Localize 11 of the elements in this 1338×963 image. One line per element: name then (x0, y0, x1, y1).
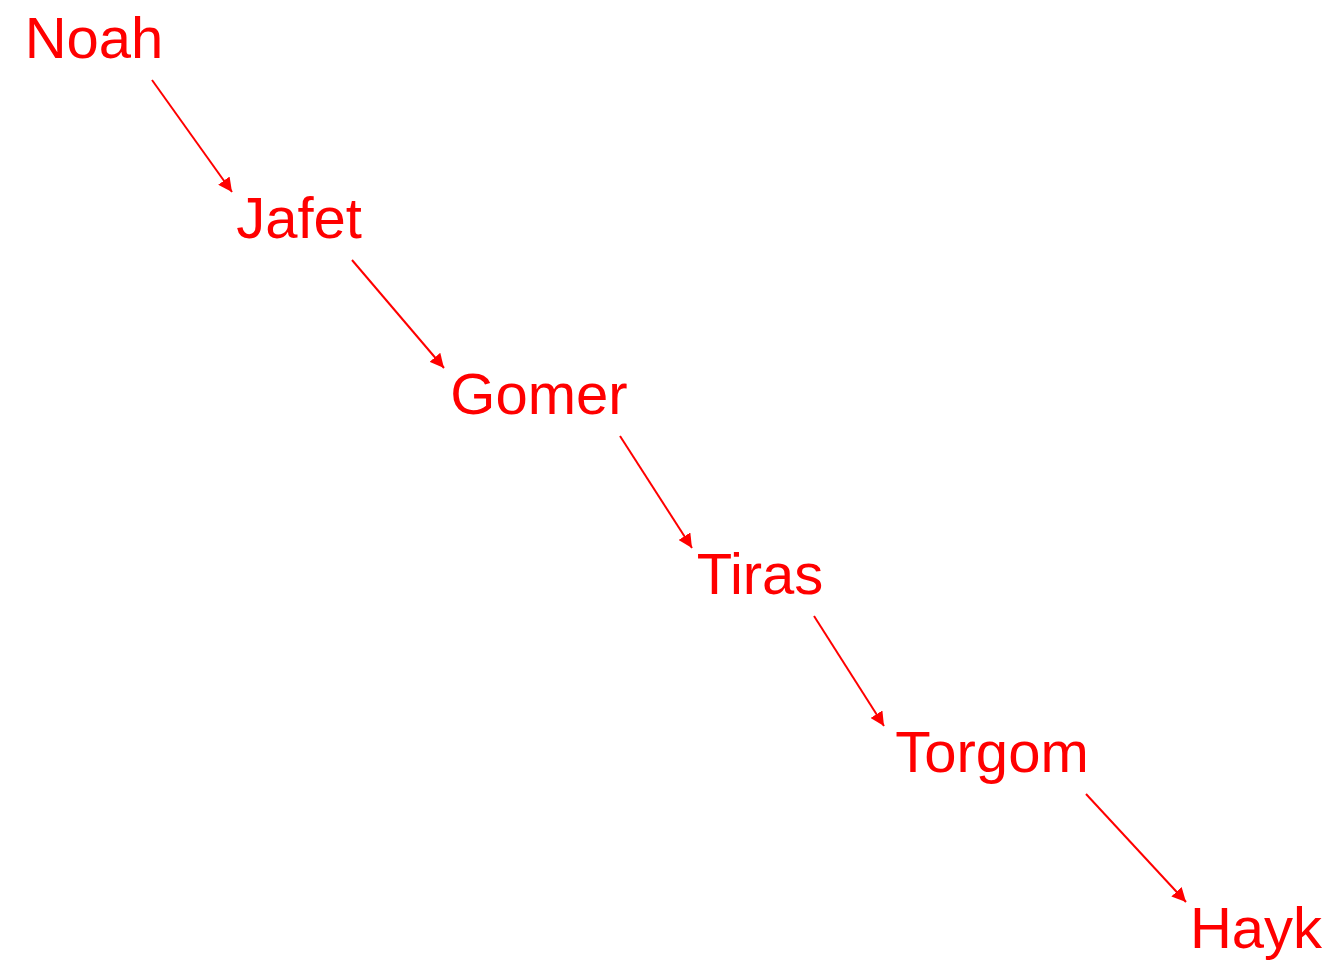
name-label: Jafet (224, 182, 374, 254)
arrow (151, 79, 233, 193)
name-label: Noah (14, 2, 174, 74)
name-label: Tiras (684, 538, 836, 610)
name-label: Torgom (876, 716, 1108, 788)
arrow (1085, 793, 1187, 903)
name-label: Gomer (436, 358, 642, 430)
name-label: Hayk (1178, 892, 1334, 963)
arrow (813, 615, 885, 727)
arrow (619, 435, 693, 549)
arrow (351, 259, 445, 369)
